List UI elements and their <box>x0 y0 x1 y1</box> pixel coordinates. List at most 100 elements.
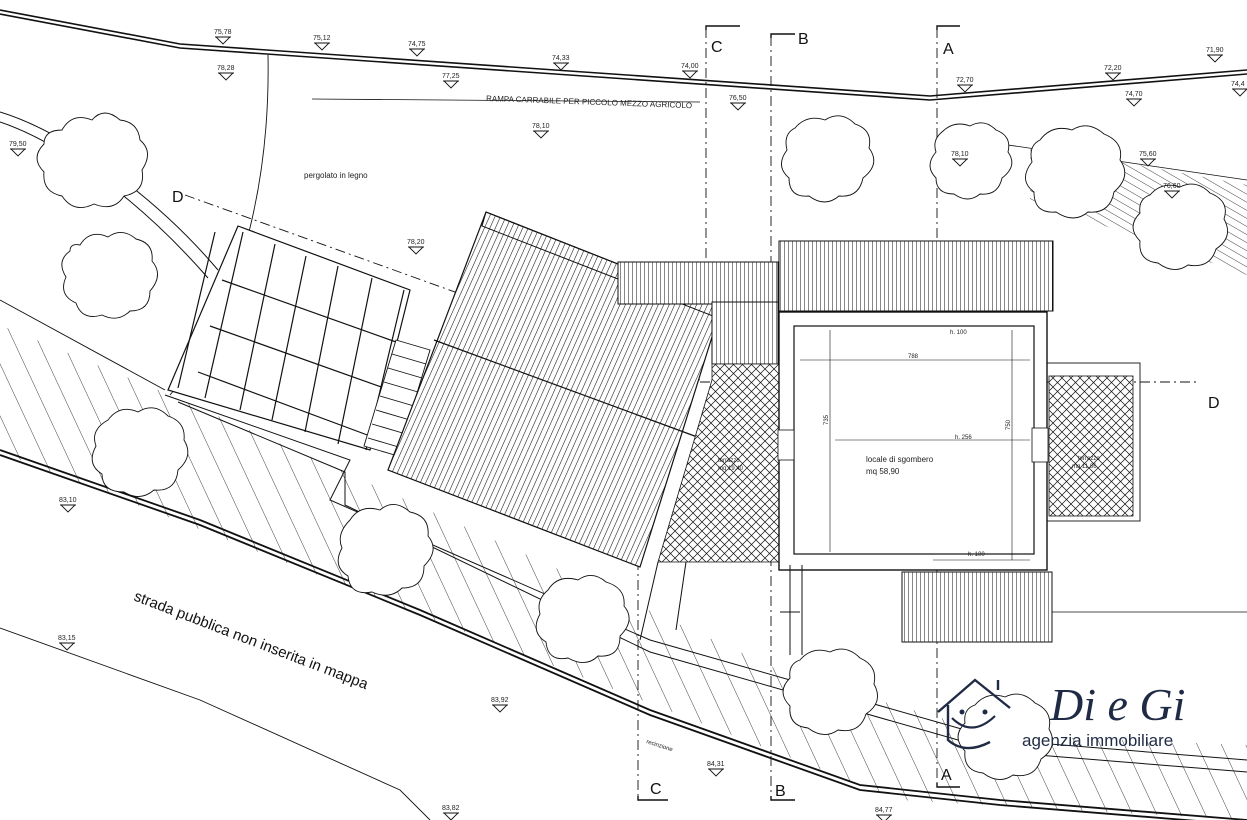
elevation-value: 75,60 <box>1139 151 1157 158</box>
logo-brand: Di e Gi <box>1049 679 1185 730</box>
terrace-left-name: terrazzo <box>718 458 740 464</box>
elevation-marker: 71,90 <box>1206 47 1224 63</box>
top-boundary <box>0 9 1247 103</box>
elevation-triangle-icon <box>681 70 699 79</box>
elevation-triangle-icon <box>491 704 509 713</box>
pergola <box>167 225 411 451</box>
section-ticks <box>637 25 960 801</box>
room-name: locale di sgombero <box>866 455 934 464</box>
elevation-marker: 79,50 <box>9 141 27 157</box>
elevation-triangle-icon <box>729 102 747 111</box>
agency-logo: Di e Gi agenzia immobiliare <box>937 678 1185 750</box>
elevation-value: 76,60 <box>1163 183 1181 190</box>
elevation-value: 74,4 <box>1231 81 1245 88</box>
elevation-value: 71,90 <box>1206 47 1224 54</box>
room-area: mq 58,90 <box>866 467 900 476</box>
section-label-d-left: D <box>172 189 184 206</box>
elevation-marker: 84,31 <box>707 761 725 777</box>
elevation-marker: 74,4 <box>1231 81 1247 97</box>
elevation-value: 76,50 <box>729 95 747 102</box>
elevation-triangle-icon <box>875 814 893 820</box>
elevation-marker: 78,20 <box>407 239 425 255</box>
elevation-triangle-icon <box>1104 72 1122 81</box>
elevation-value: 84,31 <box>707 761 725 768</box>
section-label-c-top: C <box>711 39 723 56</box>
elevation-marker: 83,82 <box>442 805 460 820</box>
section-label-a-bottom: A <box>941 767 952 784</box>
elevation-value: 75,78 <box>214 29 232 36</box>
elevation-value: 74,70 <box>1125 91 1143 98</box>
elevation-triangle-icon <box>532 130 550 139</box>
terrace-right-area: mq 11,86 <box>1072 464 1097 470</box>
elevation-value: 78,10 <box>532 123 550 130</box>
elevation-triangle-icon <box>951 158 969 167</box>
pergola-label: pergolato in legno <box>304 171 368 180</box>
height-top: h. 100 <box>950 330 967 336</box>
road-label: strada pubblica non inserita in mappa <box>132 588 371 693</box>
section-label-b-top: B <box>798 31 809 48</box>
elevation-marker: 84,77 <box>875 807 893 820</box>
elevation-triangle-icon <box>1125 98 1143 107</box>
elevation-triangle-icon <box>217 72 235 81</box>
house-icon <box>937 678 1011 750</box>
entrance-walls <box>639 561 803 655</box>
elevation-value: 74,75 <box>408 41 426 48</box>
elevation-marker: 83,15 <box>58 635 76 651</box>
roof-upper-left <box>617 261 779 305</box>
elevation-value: 78,10 <box>951 151 969 158</box>
elevation-triangle-icon <box>59 504 77 513</box>
height-bottom: h. 100 <box>968 552 985 558</box>
elevation-marker: 72,70 <box>956 77 974 93</box>
terrace-right-name: terrazzo <box>1078 456 1100 462</box>
elevation-marker: 75,78 <box>214 29 232 45</box>
elevation-triangle-icon <box>9 148 27 157</box>
elevation-triangle-icon <box>552 62 570 71</box>
elevation-triangle-icon <box>58 642 76 651</box>
trees <box>36 112 1229 780</box>
elevation-marker: 76,60 <box>1163 183 1181 199</box>
ramp-label: RAMPA CARRABILE PER PICCOLO MEZZO AGRICO… <box>486 94 692 110</box>
terrace-left <box>657 363 781 563</box>
elevation-triangle-icon <box>1206 54 1224 63</box>
logo-subtitle: agenzia immobiliare <box>1022 731 1173 750</box>
elevation-value: 84,77 <box>875 807 893 814</box>
elevation-value: 79,50 <box>9 141 27 148</box>
elevation-value: 78,20 <box>407 239 425 246</box>
elevation-value: 83,82 <box>442 805 460 812</box>
elevation-marker: 74,70 <box>1125 91 1143 107</box>
terrace-right <box>1048 375 1134 517</box>
slope-hatch-road <box>0 325 1247 820</box>
elevation-triangle-icon <box>408 48 426 57</box>
elevation-value: 72,70 <box>956 77 974 84</box>
dim-height-left: 735 <box>824 414 830 425</box>
elevation-value: 72,20 <box>1104 65 1122 72</box>
elevation-marker: 75,60 <box>1139 151 1157 167</box>
section-label-a-top: A <box>943 41 954 58</box>
elevation-triangle-icon <box>707 768 725 777</box>
fence-label: recinzione <box>645 739 673 753</box>
terrace-left-area: mq 19,40 <box>718 466 744 472</box>
section-label-b-bottom: B <box>775 783 786 800</box>
section-label-d-right: D <box>1208 395 1220 412</box>
elevation-triangle-icon <box>1163 190 1181 199</box>
roof-lower-right <box>901 571 1053 643</box>
elevation-value: 77,25 <box>442 73 460 80</box>
elevation-marker: 83,92 <box>491 697 509 713</box>
elevation-triangle-icon <box>214 36 232 45</box>
elevation-triangle-icon <box>407 246 425 255</box>
elevation-marker: 74,75 <box>408 41 426 57</box>
smile-icon <box>951 715 996 729</box>
elevation-triangle-icon <box>956 84 974 93</box>
elevation-value: 78,28 <box>217 65 235 72</box>
elevation-marker: 76,50 <box>729 95 747 111</box>
elevation-value: 74,00 <box>681 63 699 70</box>
elevation-triangle-icon <box>1231 88 1247 97</box>
roof-upper-right <box>778 240 1054 312</box>
dim-width: 788 <box>908 354 919 360</box>
elevation-marker: 83,10 <box>59 497 77 513</box>
section-label-c-bottom: C <box>650 781 662 798</box>
elevation-marker: 75,12 <box>313 35 331 51</box>
roof-upper-mid <box>711 301 779 365</box>
storage-room <box>777 311 1049 571</box>
